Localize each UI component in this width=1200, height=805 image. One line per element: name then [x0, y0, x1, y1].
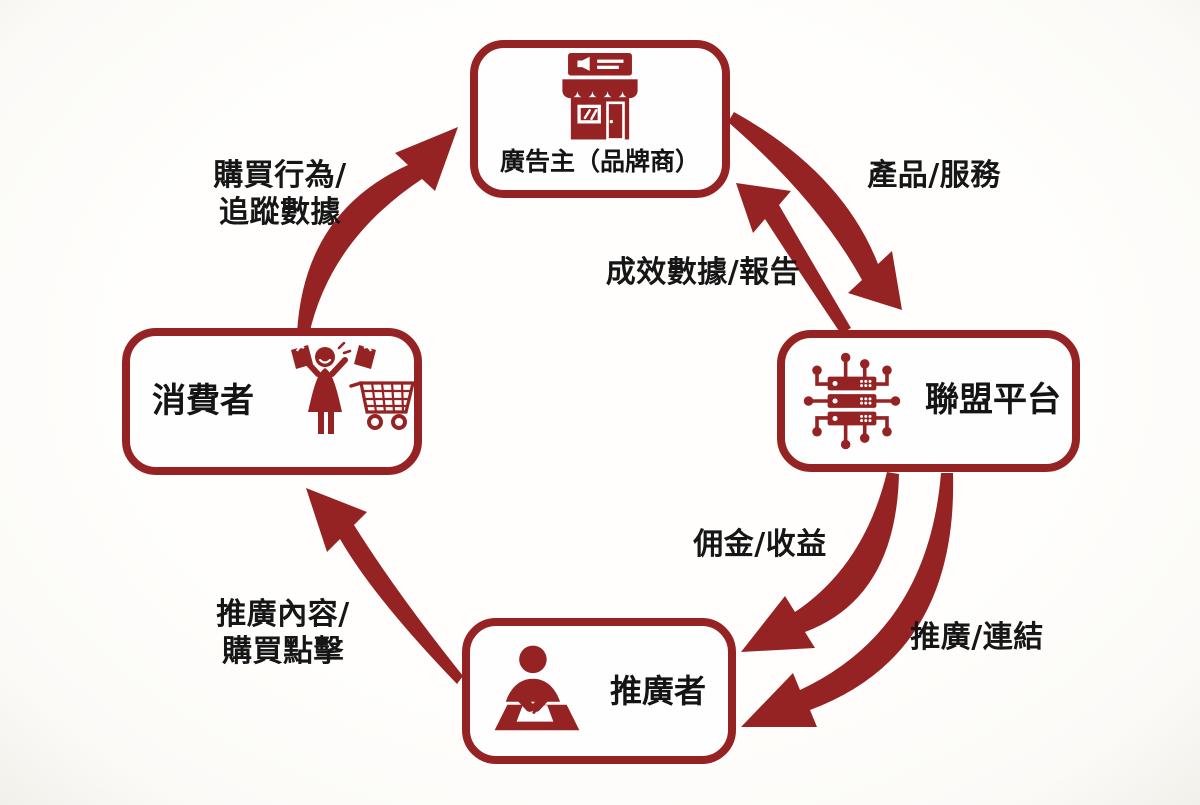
person-writing-icon	[489, 645, 585, 734]
label-purchase-behavior-tracking: 購買行為/ 追蹤數據	[150, 157, 410, 231]
label-line: 購買行為/	[213, 158, 347, 193]
label-line: 追蹤數據	[219, 195, 341, 230]
label-line: 產品/服務	[867, 158, 1001, 193]
server-network-icon	[803, 352, 901, 450]
arrow-platform-to-promoter-outer	[741, 473, 954, 727]
arrow-promoter-to-consumer	[306, 488, 463, 684]
node-consumer-label: 消費者	[152, 380, 254, 421]
node-advertiser-label: 廣告主（品牌商）	[499, 147, 700, 176]
storefront-megaphone-icon	[562, 53, 638, 141]
arrow-platform-to-advertiser	[736, 183, 851, 334]
label-promo-content-purchase-clicks: 推廣內容/ 購買點擊	[158, 596, 408, 670]
label-products-services: 產品/服務	[804, 157, 1064, 194]
arrow-consumer-to-advertiser	[297, 127, 458, 335]
node-promoter: 推廣者	[462, 618, 736, 764]
label-line: 成效數據/報告	[605, 255, 801, 290]
arrow-platform-to-promoter-inner	[741, 472, 899, 652]
node-advertiser: 廣告主（品牌商）	[470, 40, 730, 198]
cart-icon	[349, 380, 416, 430]
node-platform: 聯盟平台	[777, 330, 1080, 472]
node-platform-label: 聯盟平台	[925, 380, 1061, 421]
shopper-bags-cart-icon	[291, 341, 416, 434]
label-performance-data-report: 成效數據/報告	[568, 254, 838, 291]
label-promotion-links: 推廣/連結	[852, 619, 1102, 656]
arrow-advertiser-to-platform	[728, 112, 902, 310]
label-line: 佣金/收益	[693, 527, 827, 562]
node-promoter-label: 推廣者	[610, 671, 707, 710]
label-line: 推廣內容/	[216, 597, 350, 632]
node-consumer: 消費者	[122, 328, 422, 475]
label-line: 購買點擊	[222, 634, 344, 669]
label-line: 推廣/連結	[910, 620, 1044, 655]
label-commission-revenue: 佣金/收益	[645, 526, 875, 563]
